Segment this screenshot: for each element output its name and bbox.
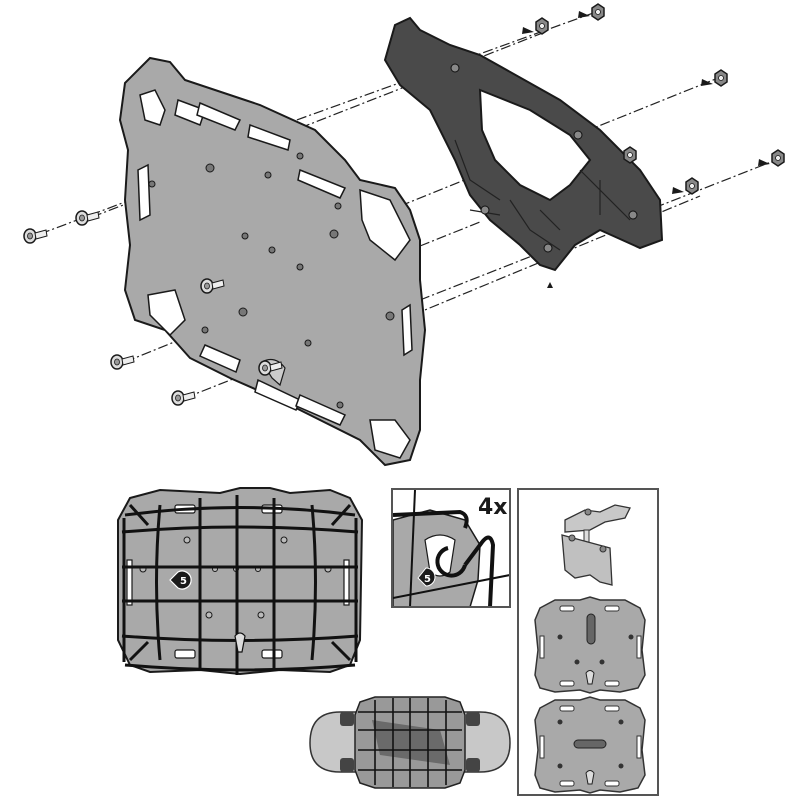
svg-text:4x: 4x bbox=[478, 495, 508, 520]
svg-text:5: 5 bbox=[180, 576, 187, 587]
detail-view: 4x 5 bbox=[391, 488, 511, 608]
callout-5-detail: 5 bbox=[417, 567, 436, 587]
options-panel bbox=[517, 488, 659, 796]
clamp-adapter bbox=[561, 504, 631, 586]
plate-horizontal-mount bbox=[534, 696, 646, 794]
plate-vertical-mount bbox=[534, 596, 646, 694]
cargo-net-skateboard bbox=[358, 698, 462, 787]
skateboard-view bbox=[309, 696, 511, 789]
svg-text:5: 5 bbox=[424, 574, 431, 585]
callout-5: 5 bbox=[169, 570, 192, 590]
net-view: 5 bbox=[117, 487, 364, 676]
rack-plate bbox=[118, 56, 427, 467]
mounting-bracket bbox=[383, 16, 664, 288]
